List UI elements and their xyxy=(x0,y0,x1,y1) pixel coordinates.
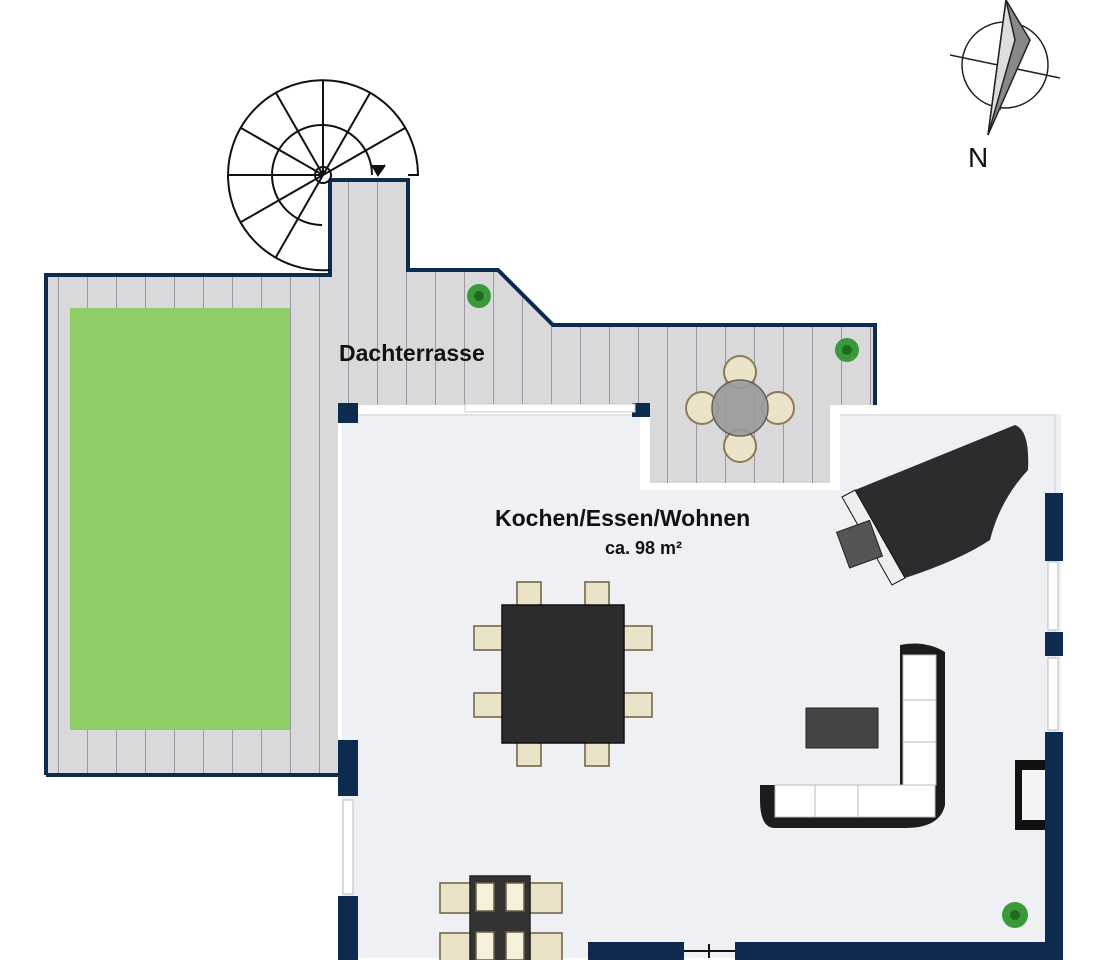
window xyxy=(1047,657,1059,731)
compass-north-label: N xyxy=(968,142,989,173)
wall-segment xyxy=(588,942,684,960)
sectional-sofa xyxy=(760,643,945,828)
lawn xyxy=(70,308,290,730)
wall-segment xyxy=(1045,732,1063,960)
wall-segment xyxy=(338,896,358,960)
dining-table xyxy=(473,581,653,767)
wall-post xyxy=(632,403,650,417)
coffee-table xyxy=(805,707,879,749)
terrace xyxy=(44,178,877,777)
plant-icon xyxy=(1002,902,1028,928)
piano-bench xyxy=(835,519,884,569)
wall-segment xyxy=(1045,493,1063,561)
wall-post xyxy=(338,403,358,423)
spiral-staircase xyxy=(227,79,420,272)
fireplace xyxy=(1015,760,1045,830)
terrace-label: Dachterrasse xyxy=(339,340,485,366)
plant-icon xyxy=(467,284,491,308)
wall-segment xyxy=(735,942,1055,960)
plant-icon xyxy=(835,338,859,362)
compass-icon xyxy=(949,0,1061,136)
small-dining-table xyxy=(439,875,563,960)
window xyxy=(342,799,354,895)
window xyxy=(1047,561,1059,631)
wall-segment xyxy=(1045,632,1063,656)
room-area: ca. 98 m² xyxy=(605,538,683,558)
room-label: Kochen/Essen/Wohnen xyxy=(495,505,751,531)
grand-piano xyxy=(835,425,1029,586)
round-terrace-table xyxy=(685,355,795,463)
sliding-door xyxy=(464,403,636,413)
wall-segment xyxy=(338,740,358,796)
